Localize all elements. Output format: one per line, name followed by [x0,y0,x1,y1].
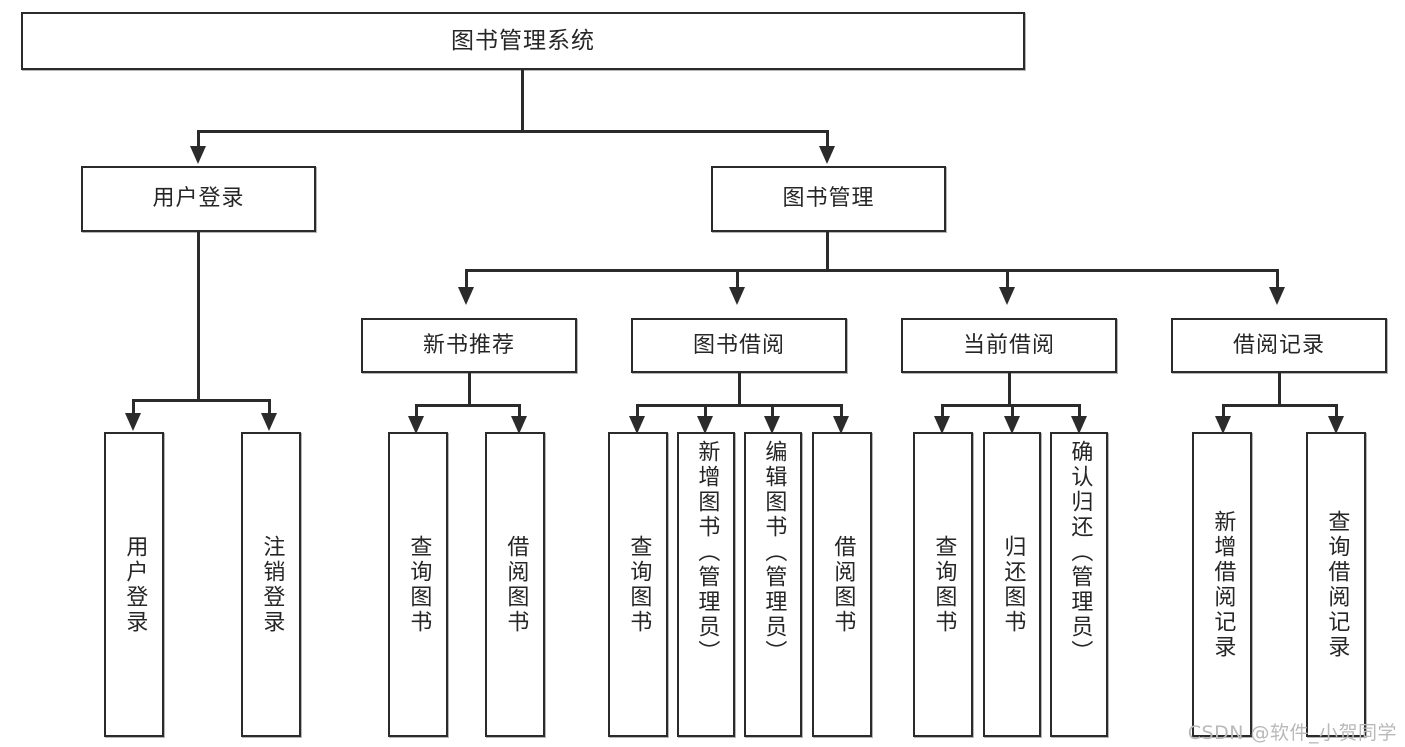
leaf-logout[interactable]: 注销登录 [241,432,301,737]
connector-book-borrow-branch-1 [636,404,639,418]
node-label: 图书管理 [782,186,875,212]
leaf-label: 借阅图书 [503,534,529,635]
node-label: 当前借阅 [962,332,1055,358]
node-label: 借阅记录 [1232,332,1325,358]
connector-root-bus [197,130,827,133]
arrowhead-leaf-add-book [697,416,713,434]
leaf-query-book-2[interactable]: 查询图书 [608,432,668,737]
arrowhead-leaf-borrow-book-2 [833,416,849,434]
node-label: 用户登录 [152,186,245,212]
connector-book-borrow-branch-3 [771,404,774,418]
leaf-label: 新增借阅记录 [1210,509,1236,660]
connector-user-login-branch-1 [132,399,135,415]
node-book-borrow[interactable]: 图书借阅 [631,318,847,373]
connector-user-login-branch-2 [268,399,271,415]
node-label: 新书推荐 [422,332,515,358]
connector-current-borrow-branch-3 [1078,404,1081,418]
arrowhead-leaf-edit-book [764,416,780,434]
connector-new-book-rec-branch-2 [518,404,521,418]
csdn-watermark: CSDN @软件_小贺同学 [1187,722,1397,744]
connector-borrow-record-bus [1222,404,1338,407]
node-label: 图书借阅 [692,332,785,358]
node-user-login[interactable]: 用户登录 [81,166,316,232]
node-borrow-record[interactable]: 借阅记录 [1171,318,1387,373]
arrowhead-leaf-query-book-3 [934,416,950,434]
node-book-manage[interactable]: 图书管理 [711,166,946,232]
arrowhead-leaf-query-book-2 [629,416,645,434]
leaf-label: 查询借阅记录 [1324,509,1350,660]
connector-book-manage-branch-1 [465,269,468,289]
leaf-return-book[interactable]: 归还图书 [983,432,1041,737]
connector-borrow-record-branch-2 [1335,404,1338,418]
arrowhead-leaf-confirm-return [1071,416,1087,434]
connector-new-book-rec-bus [415,404,521,407]
arrowhead-leaf-add-record [1215,416,1231,434]
connector-user-login-bus [132,399,270,402]
leaf-label: 借阅图书 [830,534,856,635]
connector-book-borrow-bus [636,404,843,407]
leaf-query-record[interactable]: 查询借阅记录 [1306,432,1366,737]
connector-book-borrow-branch-2 [704,404,707,418]
leaf-label: 编辑图书（管理员） [761,440,787,665]
connector-book-manage-branch-3 [1006,269,1009,289]
node-new-book-rec[interactable]: 新书推荐 [361,318,577,373]
leaf-label: 注销登录 [259,534,285,635]
arrowhead-leaf-query-book-1 [408,416,424,434]
arrowhead-book-borrow [729,287,745,305]
connector-current-borrow-stem [1008,373,1011,407]
leaf-label: 查询图书 [931,534,957,635]
leaf-query-book-3[interactable]: 查询图书 [913,432,973,737]
connector-book-borrow-stem [738,373,741,407]
connector-new-book-rec-stem [468,373,471,407]
leaf-borrow-book-1[interactable]: 借阅图书 [485,432,545,737]
leaf-label: 查询图书 [626,534,652,635]
leaf-label: 确认归还（管理员） [1067,440,1093,665]
connector-root-to-book-manage [826,130,829,148]
arrowhead-leaf-query-record [1328,416,1344,434]
connector-root-to-user-login [197,130,200,148]
arrowhead-leaf-logout [261,413,277,431]
leaf-label: 用户登录 [122,534,148,635]
arrowhead-borrow-record [1269,287,1285,305]
connector-root-stem [521,70,524,132]
connector-book-borrow-branch-4 [840,404,843,418]
arrowhead-leaf-user-login [125,413,141,431]
connector-book-manage-stem [826,232,829,272]
arrowhead-new-book-rec [458,287,474,305]
connector-current-borrow-branch-1 [941,404,944,418]
leaf-edit-book[interactable]: 编辑图书（管理员） [744,432,802,737]
connector-new-book-rec-branch-1 [415,404,418,418]
connector-book-manage-branch-4 [1276,269,1279,289]
connector-current-borrow-branch-2 [1011,404,1014,418]
connector-borrow-record-stem [1278,373,1281,407]
connector-book-manage-bus [465,269,1278,272]
node-current-borrow[interactable]: 当前借阅 [901,318,1117,373]
arrowhead-root-to-book-manage [819,146,835,164]
leaf-label: 新增图书（管理员） [694,440,720,665]
node-label: 图书管理系统 [451,27,595,54]
arrowhead-leaf-return-book [1004,416,1020,434]
connector-user-login-stem [197,232,200,402]
leaf-borrow-book-2[interactable]: 借阅图书 [812,432,872,737]
leaf-user-login[interactable]: 用户登录 [104,432,164,737]
arrowhead-root-to-user-login [190,146,206,164]
leaf-label: 查询图书 [406,534,432,635]
leaf-add-book[interactable]: 新增图书（管理员） [677,432,735,737]
leaf-add-record[interactable]: 新增借阅记录 [1192,432,1252,737]
connector-book-manage-branch-2 [736,269,739,289]
leaf-query-book-1[interactable]: 查询图书 [388,432,448,737]
node-root-system[interactable]: 图书管理系统 [21,12,1025,70]
connector-borrow-record-branch-1 [1222,404,1225,418]
leaf-confirm-return[interactable]: 确认归还（管理员） [1050,432,1108,737]
arrowhead-current-borrow [999,287,1015,305]
arrowhead-leaf-borrow-book-1 [511,416,527,434]
leaf-label: 归还图书 [1000,534,1026,635]
